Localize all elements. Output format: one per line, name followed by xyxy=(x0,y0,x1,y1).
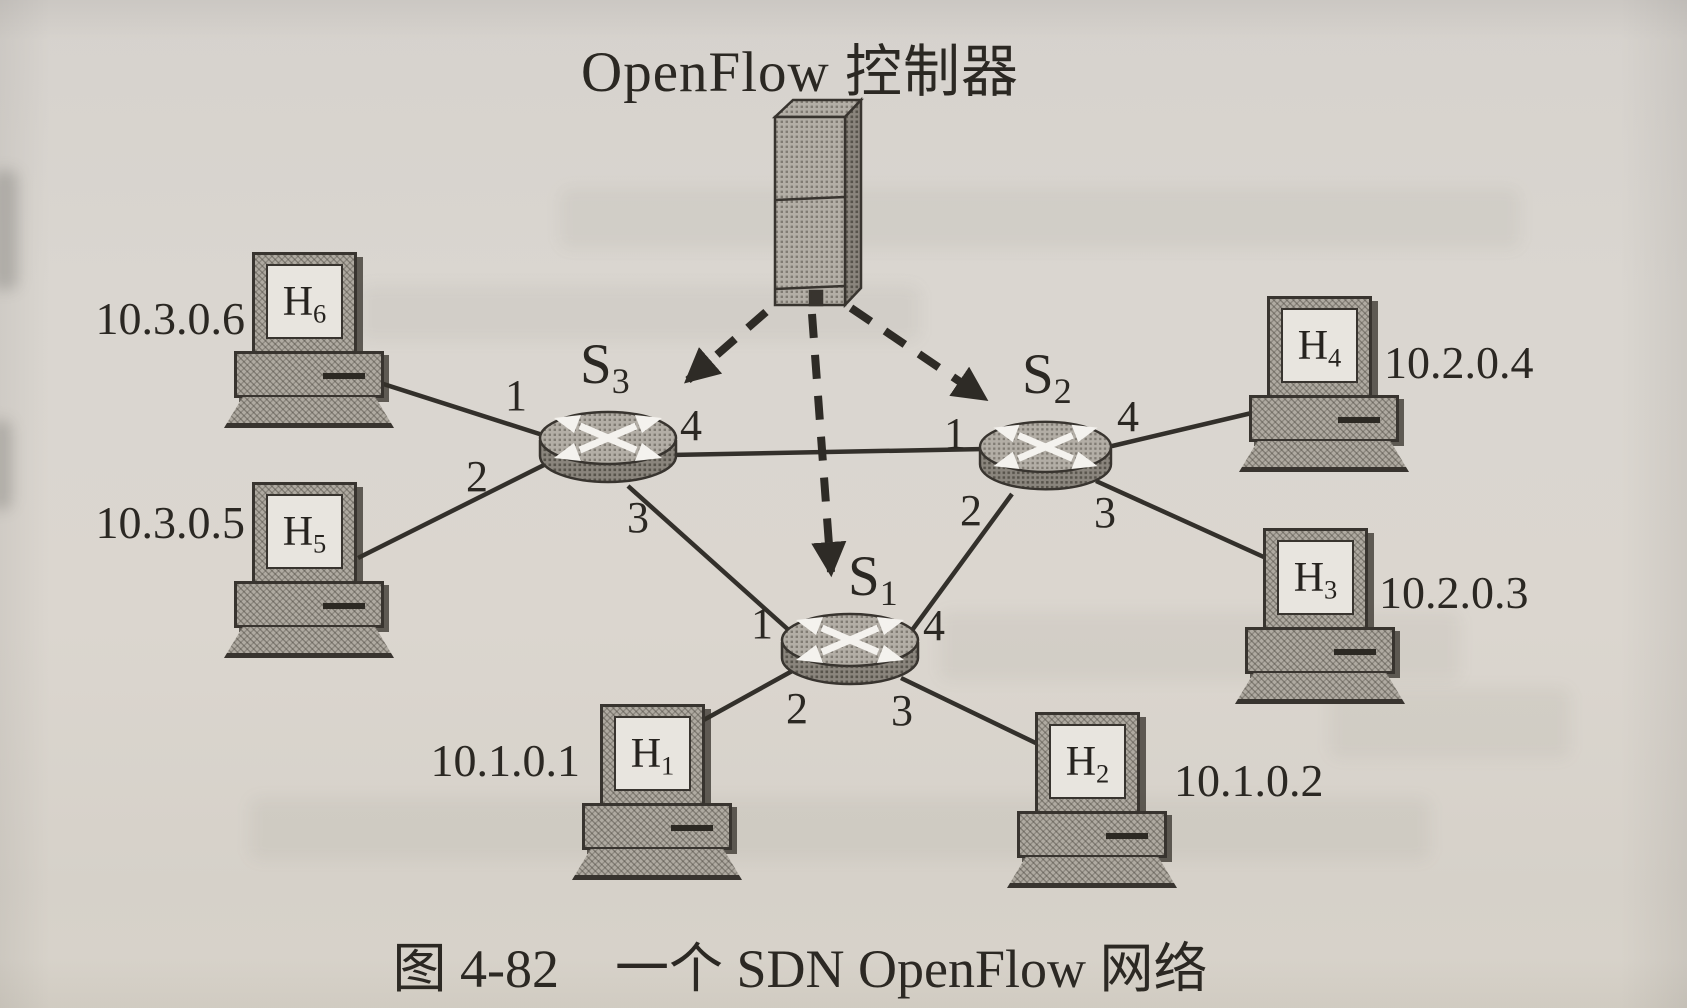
page-bleed-through xyxy=(0,420,12,510)
link-s1-h2 xyxy=(900,675,1043,749)
s3-port-4: 4 xyxy=(680,401,702,450)
figure-number: 图 4-82 xyxy=(392,939,559,999)
switch-s1-icon xyxy=(782,614,918,684)
host-h3: H3 xyxy=(1235,528,1405,708)
figure-caption: 图 4-82 一个 SDN OpenFlow 网络 xyxy=(280,924,1320,1003)
host-h2: H2 xyxy=(1007,712,1177,892)
link-s3-s1 xyxy=(626,484,794,635)
page-bleed-through xyxy=(0,170,18,290)
monitor-icon: H1 xyxy=(600,704,705,806)
host-h5: H5 xyxy=(224,482,394,662)
switch-s2-icon xyxy=(980,422,1111,489)
computer-base-icon xyxy=(1007,857,1177,888)
link-s3-s2 xyxy=(669,446,986,458)
host-h5-label: H5 xyxy=(282,508,327,558)
switch-s3-label: S3 xyxy=(580,333,630,402)
switch-s1-label: S1 xyxy=(848,545,898,614)
s2-port-1: 1 xyxy=(944,409,966,458)
computer-base-icon xyxy=(224,397,394,428)
page-bleed-through xyxy=(250,798,1430,860)
host-h5-ip: 10.3.0.5 xyxy=(95,497,246,548)
s3-port-2: 2 xyxy=(466,452,488,501)
s1-port-4: 4 xyxy=(923,601,945,650)
monitor-icon: H5 xyxy=(252,482,357,584)
control-arrow-to-s3 xyxy=(684,308,769,384)
monitor-icon: H6 xyxy=(252,252,357,354)
host-h1-ip: 10.1.0.1 xyxy=(430,735,581,786)
switch-s2-label: S2 xyxy=(1022,343,1072,412)
s1-port-1: 1 xyxy=(751,599,773,648)
s1-port-2: 2 xyxy=(786,684,808,733)
host-h4-label: H4 xyxy=(1297,322,1342,372)
host-h6-ip: 10.3.0.6 xyxy=(95,293,246,344)
host-h2-ip: 10.1.0.2 xyxy=(1174,755,1324,806)
host-h6: H6 xyxy=(224,252,394,432)
monitor-icon: H3 xyxy=(1263,528,1368,630)
link-h6-s3 xyxy=(373,378,553,441)
s2-port-4: 4 xyxy=(1117,392,1139,441)
host-h2-label: H2 xyxy=(1065,738,1110,788)
s2-port-2: 2 xyxy=(960,486,982,535)
host-h3-ip: 10.2.0.3 xyxy=(1379,567,1529,618)
control-links xyxy=(684,304,989,578)
computer-case-icon xyxy=(1249,395,1399,442)
host-h3-label: H3 xyxy=(1293,554,1338,604)
s3-port-3: 3 xyxy=(627,493,649,542)
link-h5-s3 xyxy=(356,459,552,561)
computer-base-icon xyxy=(572,849,742,880)
computer-case-icon xyxy=(234,351,384,398)
computer-case-icon xyxy=(1245,627,1395,674)
computer-case-icon xyxy=(582,803,732,850)
host-h1-label: H1 xyxy=(630,730,675,780)
link-s2-h4 xyxy=(1107,409,1257,450)
switch-s3-icon xyxy=(540,412,676,482)
link-s2-s1 xyxy=(908,492,1014,635)
computer-base-icon xyxy=(1235,673,1405,704)
computer-base-icon xyxy=(224,627,394,658)
control-arrow-to-s1 xyxy=(808,313,847,578)
computer-base-icon xyxy=(1239,441,1409,472)
s3-port-1: 1 xyxy=(505,371,527,420)
figure-caption-text: 一个 SDN OpenFlow 网络 xyxy=(614,939,1208,999)
computer-case-icon xyxy=(1017,811,1167,858)
s1-port-3: 3 xyxy=(891,686,913,735)
host-h1: H1 xyxy=(572,704,742,884)
monitor-icon: H2 xyxy=(1035,712,1140,814)
monitor-icon: H4 xyxy=(1267,296,1372,398)
data-links xyxy=(356,378,1267,749)
page-bleed-through xyxy=(560,188,1520,248)
host-h4-ip: 10.2.0.4 xyxy=(1384,337,1534,388)
openflow-controller-icon xyxy=(771,96,864,309)
link-s2-h3 xyxy=(1095,478,1267,561)
control-arrow-to-s2 xyxy=(848,304,989,402)
computer-case-icon xyxy=(234,581,384,628)
link-s1-h1 xyxy=(698,668,796,724)
host-h4: H4 xyxy=(1239,296,1409,476)
host-h6-label: H6 xyxy=(282,278,327,328)
s2-port-3: 3 xyxy=(1094,488,1116,537)
controller-title: OpenFlow 控制器 xyxy=(581,41,1019,104)
